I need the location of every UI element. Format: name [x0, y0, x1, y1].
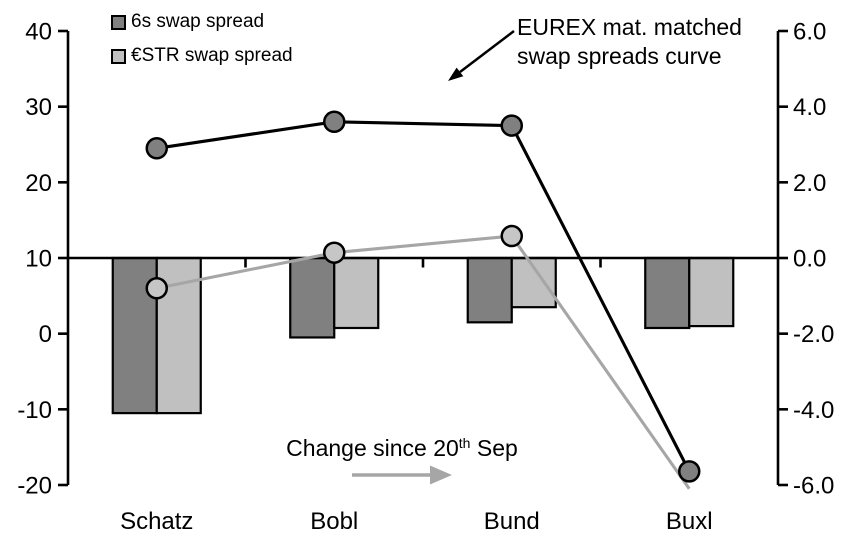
category-label-bobl: Bobl: [310, 508, 358, 535]
right-tick-label: -2.0: [793, 321, 834, 348]
change-annotation-prefix: Change since 20: [286, 435, 459, 461]
curve-annotation-arrow: [459, 30, 515, 73]
left-tick-label: 0: [39, 321, 52, 348]
bar-light-bobl: [333, 256, 380, 330]
six-s-curve-line: [156, 120, 691, 473]
curve-annotation-arrowhead-icon: [448, 67, 464, 81]
right-tick-label: -4.0: [793, 397, 834, 424]
legend-label-6s: 6s swap spread: [131, 11, 265, 32]
left-tick-label: -10: [17, 397, 52, 424]
right-tick-label: 0.0: [793, 246, 826, 273]
curve-annotation-line2: swap spreads curve: [517, 43, 722, 69]
six-s-marker-buxl: [678, 460, 701, 483]
chart-legend: 6s swap spread €STR swap spread: [111, 11, 293, 79]
category-label-bund: Bund: [484, 508, 540, 535]
legend-item-6s-swap-spread: 6s swap spread: [111, 11, 293, 33]
bar-dark-bobl: [289, 256, 336, 339]
estr-curve-line: [156, 234, 691, 490]
category-label-buxl: Buxl: [666, 508, 713, 535]
bar-light-buxl: [688, 256, 735, 328]
change-arrowhead-icon: [430, 465, 452, 485]
left-tick-label: -20: [17, 473, 52, 500]
six-s-marker-bobl: [323, 110, 346, 134]
estr-marker-bund: [500, 224, 523, 248]
right-tick-label: -6.0: [793, 473, 834, 500]
right-tick-label: 2.0: [793, 170, 826, 197]
category-label-schatz: Schatz: [120, 508, 193, 535]
left-tick-label: 10: [25, 246, 52, 273]
left-tick-label: 20: [25, 170, 52, 197]
estr-marker-schatz: [145, 277, 168, 300]
estr-marker-bobl: [323, 241, 346, 264]
right-tick-label: 4.0: [793, 94, 826, 121]
bar-dark-bund: [466, 256, 513, 324]
bar-dark-buxl: [644, 256, 691, 330]
change-annotation-superscript: th: [458, 435, 471, 451]
six-s-marker-schatz: [145, 137, 168, 160]
left-tick-label: 40: [25, 19, 52, 46]
left-tick-label: 30: [25, 94, 52, 121]
right-tick-label: 6.0: [793, 19, 826, 46]
curve-annotation: EUREX mat. matched swap spreads curve: [517, 13, 742, 71]
legend-label-estr: €STR swap spread: [131, 45, 293, 66]
legend-swatch-light-icon: [111, 48, 126, 64]
six-s-marker-bund: [500, 114, 523, 137]
legend-item-estr-swap-spread: €STR swap spread: [111, 45, 293, 67]
change-annotation: Change since 20th Sep: [252, 435, 552, 462]
legend-swatch-dark-icon: [111, 14, 126, 30]
change-annotation-suffix: Sep: [470, 435, 518, 461]
curve-annotation-line1: EUREX mat. matched: [517, 14, 742, 40]
